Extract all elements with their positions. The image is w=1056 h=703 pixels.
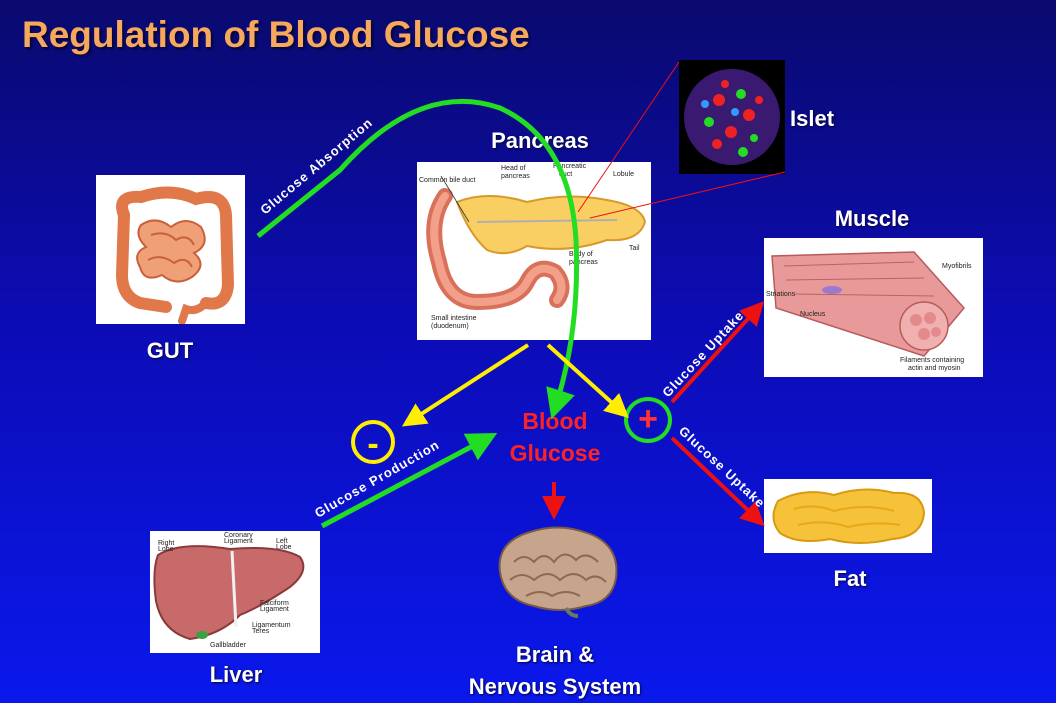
islet-label: Islet [790, 106, 835, 131]
muscle-uptake-arrow [670, 301, 765, 404]
fat-image [764, 479, 932, 553]
blood-glucose-line2: Glucose [509, 440, 601, 466]
production-arrow [320, 432, 498, 529]
label-coronary-ligament-2: Ligament [224, 538, 253, 545]
blood-glucose-line1: Blood [522, 408, 588, 434]
brain-label-line2: Nervous System [468, 674, 642, 699]
islet-image [679, 60, 785, 174]
label-striations: Striations [766, 291, 796, 298]
absorption-arrow-label: Glucose Absorption [257, 115, 375, 218]
blood-glucose-label: Blood Glucose [492, 405, 618, 469]
label-coronary-ligament: Coronary [224, 532, 253, 539]
label-lobule: Lobule [613, 171, 634, 178]
liver-label: Liver [209, 662, 263, 687]
label-falciform-ligament: Falciform [260, 600, 289, 607]
label-right-lobe: Right [158, 540, 174, 547]
label-body-of-pancreas: Body of [569, 251, 593, 258]
muscle-uptake-label: Glucose Uptake [659, 308, 747, 400]
label-myofibrils: Myofibrils [942, 263, 972, 270]
label-nucleus: Nucleus [800, 311, 826, 318]
label-actin-myosin: actin and myosin [908, 365, 961, 372]
label-ligamentum-teres: Ligamentum [252, 622, 291, 629]
minus-sign: - [351, 420, 395, 464]
label-head-of-pancreas-2: pancreas [501, 173, 530, 180]
brain-label-line1: Brain & [515, 642, 595, 667]
label-falciform-ligament-2: Ligament [260, 606, 289, 613]
pancreas-to-plus-arrow [546, 343, 629, 419]
label-gallbladder: Gallbladder [210, 642, 246, 649]
label-pancreatic-duct: Pancreatic [553, 163, 587, 170]
fat-uptake-label: Glucose Uptake [676, 423, 768, 511]
muscle-image: Myofibrils Striations Nucleus Filaments … [764, 238, 983, 377]
muscle-label: Muscle [834, 206, 910, 231]
plus-sign: + [624, 397, 672, 443]
label-left-lobe-2: Lobe [276, 544, 292, 551]
label-ligamentum-teres-2: Teres [252, 628, 270, 635]
label-duodenum: (duodenum) [431, 323, 469, 330]
gut-label: GUT [146, 338, 194, 363]
label-small-intestine: Small intestine [431, 315, 477, 322]
liver-image: Right Lobe Coronary Ligament Left Lobe F… [150, 531, 320, 653]
gut-image [96, 175, 245, 324]
label-body-of-pancreas-2: pancreas [569, 259, 598, 266]
label-right-lobe-2: Lobe [158, 546, 174, 553]
brain-image [490, 522, 624, 618]
fat-uptake-arrow [670, 436, 765, 527]
label-filaments: Filaments containing [900, 357, 964, 364]
pancreas-image: Common bile duct Head of pancreas Pancre… [417, 162, 651, 340]
fat-label: Fat [833, 566, 867, 591]
page-title: Regulation of Blood Glucose [22, 14, 530, 55]
label-pancreatic-duct-2: duct [559, 171, 572, 178]
label-tail: Tail [629, 245, 640, 252]
label-common-bile-duct: Common bile duct [419, 177, 475, 184]
label-left-lobe: Left [276, 538, 288, 545]
label-head-of-pancreas: Head of [501, 165, 526, 172]
brain-label: Brain & Nervous System [430, 639, 680, 703]
pancreas-label: Pancreas [491, 128, 589, 153]
